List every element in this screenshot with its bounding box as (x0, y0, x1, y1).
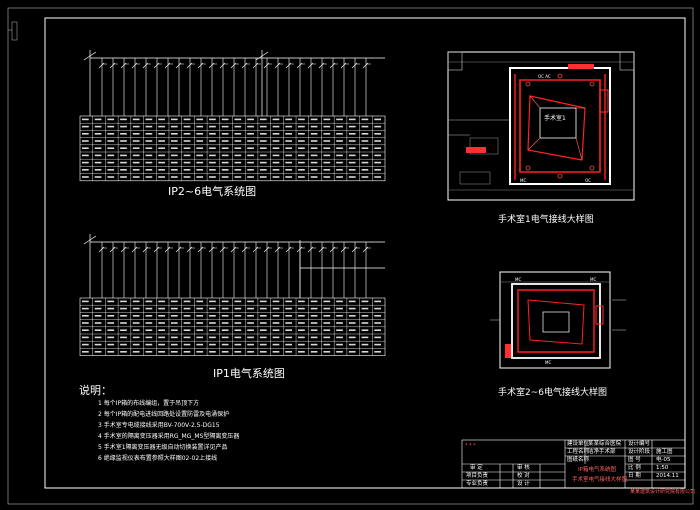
svg-text:* * *: * * * (465, 443, 476, 449)
tb-check-label: 校 对 (517, 473, 530, 479)
tb-project-label: 工程名称 (567, 449, 590, 455)
room-label: 手术室1 (544, 115, 566, 122)
or26-detail-title: 手术室2~6电气接线大样图 (498, 388, 607, 398)
sheet-outer-border (7, 7, 694, 505)
svg-text:OC: OC (585, 178, 591, 183)
svg-text:MC: MC (545, 360, 551, 365)
note-item: 4 手术室的隔离变压器采用RG_MG_MS型隔离变压器 (98, 433, 240, 440)
note-item: 6 绝缘监视仪表布置参照大样图02-02上接线 (98, 455, 218, 462)
notes-heading: 说明： (79, 384, 112, 397)
title-block (461, 439, 686, 489)
or1-detail-plan: OC AC MC OC (447, 51, 635, 201)
tb-company-note: 某某建筑设计研究院有限公司 (630, 489, 696, 495)
tb-scale-value: 1:50 (656, 465, 669, 471)
tb-project-lead-label: 项目负责 (466, 473, 489, 479)
svg-text:MC: MC (590, 277, 596, 282)
tb-client-label: 建设单位 (567, 441, 590, 447)
svg-text:OC AC: OC AC (538, 74, 551, 79)
ip26-system-diagram (79, 50, 386, 182)
tb-stage-label: 设计阶段 (628, 449, 651, 455)
tb-design-no-label: 设计编号 (628, 441, 651, 447)
note-item: 2 每个IP箱的配电进线回路处设置防雷及电涌保护 (98, 411, 230, 418)
tb-scale-label: 比 例 (628, 465, 641, 471)
tb-review-label: 审 核 (517, 465, 530, 471)
tb-stage-value: 施工图 (656, 449, 673, 455)
tb-approve-label: 审 定 (470, 465, 483, 471)
ip1-system-title: IP1电气系统图 (213, 367, 285, 380)
ip1-system-diagram (79, 234, 386, 356)
or1-detail-title: 手术室1电气接线大样图 (498, 215, 594, 225)
tb-design-label: 设 计 (517, 481, 530, 487)
tb-date-label: 日 期 (628, 473, 641, 479)
note-item: 3 手术室专电缆接线采用BV-700V-2.5-DG15 (98, 422, 220, 429)
tb-discipline-lead-label: 专业负责 (466, 481, 489, 487)
tb-client-value: 某某综合医院 (588, 441, 622, 447)
tb-sheet-no-label: 图 号 (628, 457, 641, 463)
tb-drawing-name-1: IP箱电气系统图 (578, 467, 616, 473)
tb-date-value: 2014.11 (656, 473, 679, 479)
note-item: 1 每个IP箱的布线编组，置于吊顶下方 (98, 400, 200, 407)
svg-text:MC: MC (515, 277, 521, 282)
or26-detail-plan: MC MC MC (490, 271, 626, 369)
tb-project-value: 洁净手术部 (588, 449, 616, 455)
svg-text:MC: MC (520, 178, 526, 183)
ip26-system-title: IP2~6电气系统图 (168, 185, 257, 198)
tb-drawing-label: 图纸名称 (567, 457, 590, 463)
tb-drawing-name-2: 手术室电气接线大样图 (572, 477, 628, 483)
sheet-inner-border (44, 17, 686, 489)
note-item: 5 手术室1隔离变压器无级自动切换装置详见产品 (98, 444, 228, 451)
tb-sheet-no-value: 电-05 (656, 457, 671, 463)
